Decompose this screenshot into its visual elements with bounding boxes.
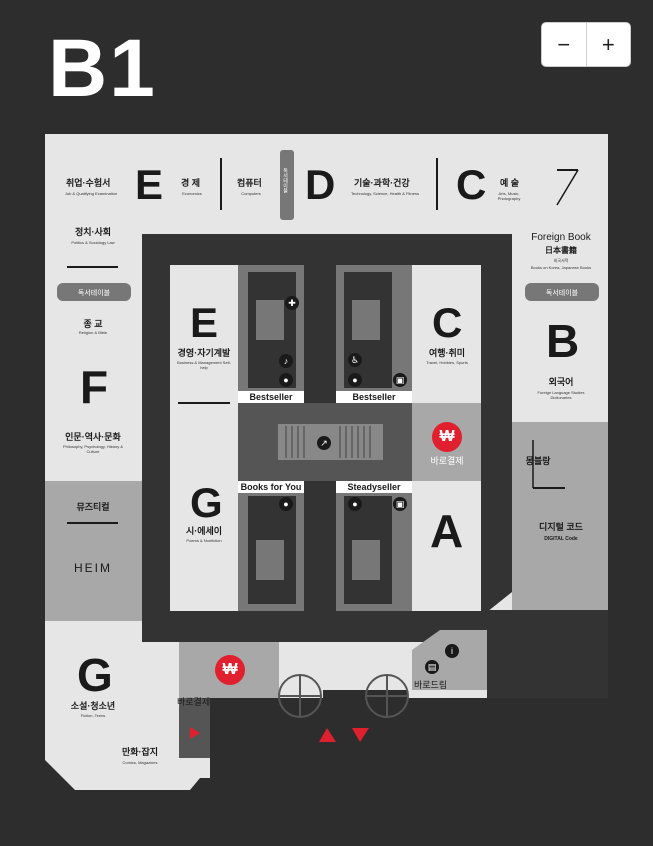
section-humanities-label[interactable]: 인문·역사·문화 xyxy=(65,432,121,442)
section-travel-label[interactable]: 여행·취미 xyxy=(428,348,466,358)
section-arts-sub: Arts, Music, Photography xyxy=(497,191,521,201)
book-pickup-icon: ▤ xyxy=(425,660,439,674)
section-foreign-sub2: Books on Korea, Japanese Books xyxy=(530,265,592,270)
section-business-sub: Business & Management Self-help xyxy=(177,360,231,370)
section-business-label[interactable]: 경영·자기계발 xyxy=(177,348,231,358)
zoom-out-button[interactable]: − xyxy=(557,31,571,57)
section-foreign-label[interactable]: Foreign Book xyxy=(531,232,591,243)
restroom-icon: ● xyxy=(279,497,293,511)
zone-b-letter: B xyxy=(546,315,580,367)
section-arts-label[interactable]: 예 술 xyxy=(500,178,520,188)
zone-f-letter: F xyxy=(80,361,109,413)
section-foreign-sub: 외국서적 xyxy=(553,258,569,263)
section-fiction-sub: Fiction, Teens xyxy=(80,713,106,718)
zone-c-inner-letter: C xyxy=(432,299,463,346)
section-job-sub: Job & Qualifying Examination xyxy=(64,191,118,196)
section-religion-sub: Religion & Bible xyxy=(78,330,108,335)
zone-e-top-letter: E xyxy=(135,161,164,208)
zone-g-inner-letter: G xyxy=(190,479,223,526)
heim-brand-label[interactable]: HEIM xyxy=(74,561,112,575)
bestseller-right-banner[interactable]: Bestseller xyxy=(336,391,412,403)
section-digital-label[interactable]: 디지털 코드 xyxy=(539,522,583,532)
section-digital-sub: DIGITAL Code xyxy=(544,536,578,542)
nursing-room-icon: ♪ xyxy=(279,354,293,368)
floor-title: B1 xyxy=(48,23,157,114)
zone-d-letter: D xyxy=(305,161,336,208)
section-stationery-label[interactable]: 몽블랑 xyxy=(525,456,551,466)
zone-e-inner-letter: E xyxy=(190,299,219,346)
section-poems-label[interactable]: 시·에세이 xyxy=(185,526,223,536)
gift-icon: ✚ xyxy=(285,296,299,310)
payment-won-icon[interactable]: ₩ xyxy=(432,422,462,452)
section-politics-label[interactable]: 정치·사회 xyxy=(74,227,112,237)
section-humanities-sub: Philosophy, Psychology, History & Cultur… xyxy=(62,444,124,454)
zoom-in-button[interactable]: + xyxy=(585,23,631,66)
locker-icon: ▣ xyxy=(393,497,407,511)
section-politics-sub: Politics & Sociology Law xyxy=(71,240,115,245)
section-music-ticket-label[interactable]: 뮤즈티컬 xyxy=(76,502,110,512)
restroom-icon: ● xyxy=(279,373,293,387)
section-travel-sub: Travel, Hobbies, Sports xyxy=(426,360,468,365)
section-religion-label[interactable]: 종 교 xyxy=(83,319,103,329)
steadyseller-banner[interactable]: Steadyseller xyxy=(336,481,412,493)
bottom-pay-label[interactable]: 바로결제 xyxy=(177,697,211,707)
section-language-sub: Foreign Language Studies Dictionaries xyxy=(537,390,585,400)
section-computers-sub: Computers xyxy=(241,191,261,196)
section-fiction-label[interactable]: 소설·청소년 xyxy=(70,701,116,711)
restroom-icon: ● xyxy=(348,373,362,387)
locker-icon: ▣ xyxy=(393,373,407,387)
section-economics-label[interactable]: 경 제 xyxy=(181,178,201,188)
zone-c-top-letter: C xyxy=(456,161,487,208)
reading-table-d-label: 독서테이블 xyxy=(282,168,288,193)
info-icon[interactable]: i xyxy=(445,644,459,658)
section-technology-label[interactable]: 기술·과학·건강 xyxy=(354,178,410,188)
section-language-label[interactable]: 외국어 xyxy=(548,377,574,387)
books-for-you-banner[interactable]: Books for You xyxy=(238,481,304,493)
bestseller-left-banner[interactable]: Bestseller xyxy=(238,391,304,403)
section-computers-label[interactable]: 컴퓨터 xyxy=(237,178,262,188)
bottom-payment-won-icon[interactable]: ₩ xyxy=(215,655,245,685)
zone-g-bottom-letter: G xyxy=(77,649,113,701)
inner-pay-label[interactable]: 바로결제 xyxy=(430,456,464,466)
wheelchair-icon: ♿ xyxy=(348,353,362,367)
section-job-label[interactable]: 취업·수험서 xyxy=(66,178,111,188)
zoom-control: − + xyxy=(542,23,630,66)
zone-a-letter: A xyxy=(430,505,464,557)
section-japanese-label: 日本書籍 xyxy=(545,246,577,255)
escalator-icon: ↗ xyxy=(317,436,331,450)
section-comics-label[interactable]: 만화·잡지 xyxy=(121,747,159,757)
reading-table-right-label: 독서테이블 xyxy=(545,290,579,297)
baro-drim-label[interactable]: 바로드림 xyxy=(414,680,448,690)
restroom-icon: ● xyxy=(348,497,362,511)
section-comics-sub: Comics, Magazines xyxy=(122,760,158,765)
section-poems-sub: Poems & Nonfiction xyxy=(186,538,222,543)
section-technology-sub: Technology, Science, Health & Fitness xyxy=(351,191,419,196)
reading-table-left-label: 독서테이블 xyxy=(77,290,111,297)
section-economics-sub: Economics xyxy=(182,191,202,196)
